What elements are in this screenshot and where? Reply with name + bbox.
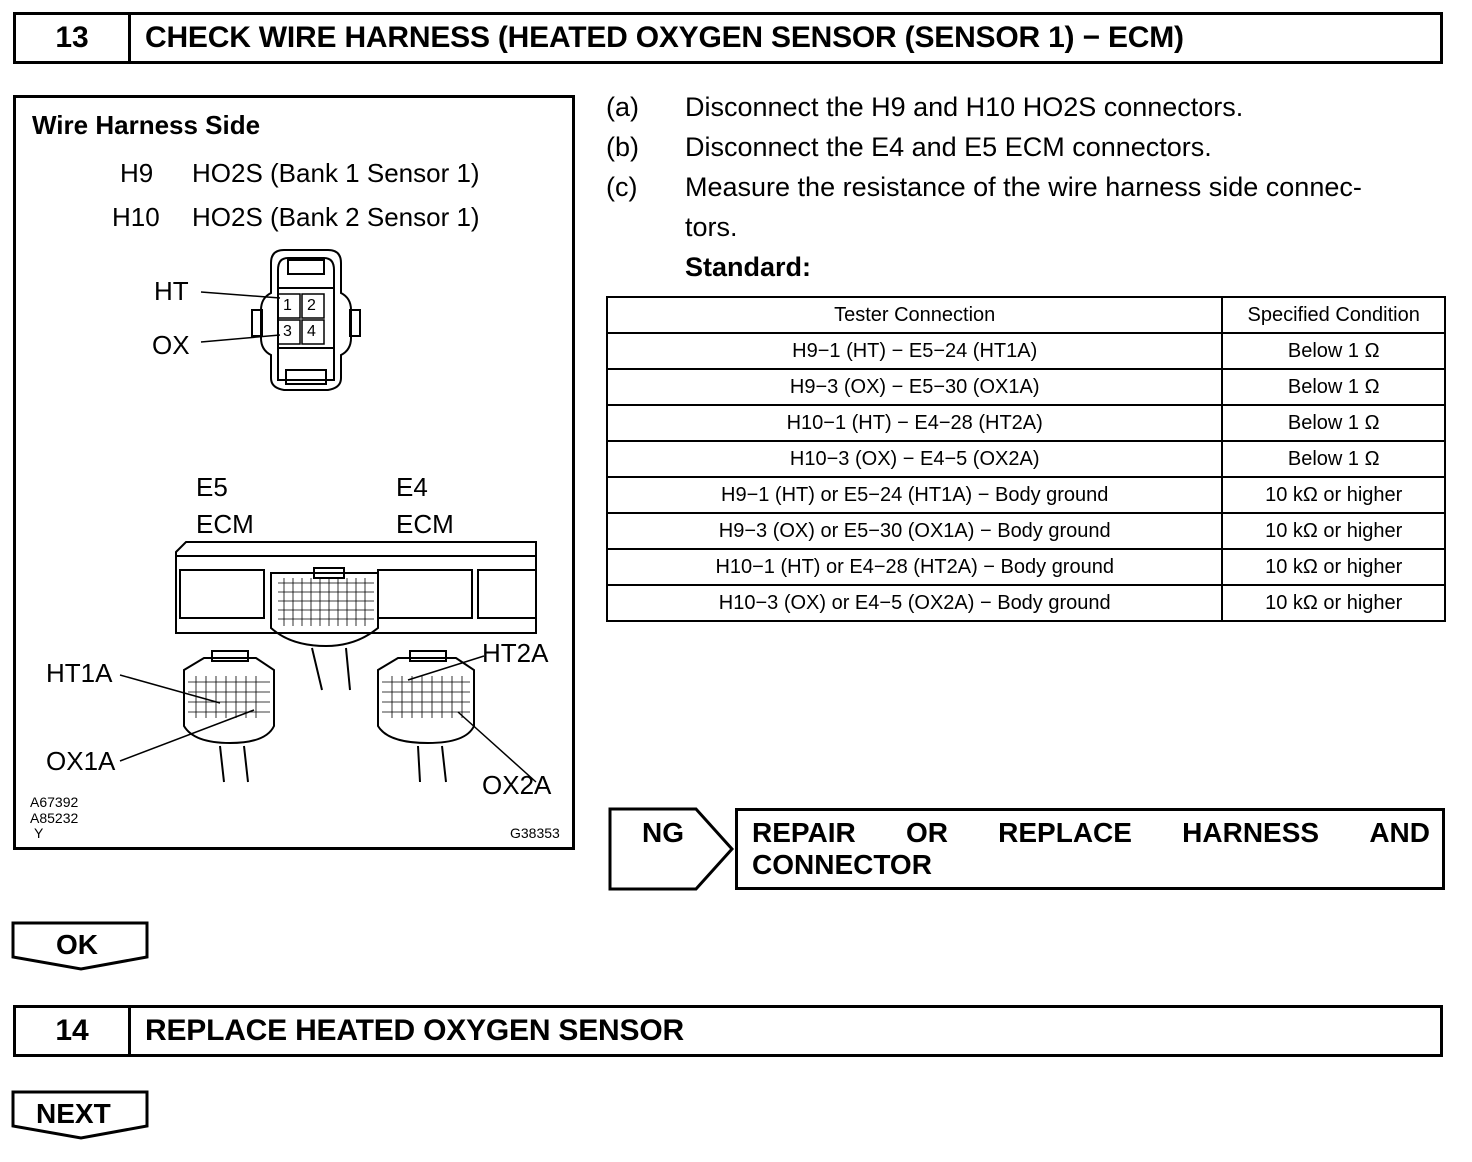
cell-connection: H10−3 (OX) or E4−5 (OX2A) − Body ground bbox=[605, 584, 1224, 622]
label-ht: HT bbox=[154, 276, 189, 306]
ng-action-box: REPAIR OR REPLACE HARNESS AND CONNECTOR bbox=[735, 808, 1445, 890]
next-label: NEXT bbox=[36, 1098, 111, 1129]
figure-code-2: A85232 bbox=[30, 810, 79, 826]
ng-arrow-shape bbox=[608, 807, 735, 891]
ng-action-line2: CONNECTOR bbox=[752, 849, 932, 880]
cell-condition: Below 1 Ω bbox=[1221, 440, 1446, 478]
cell-condition: 10 kΩ or higher bbox=[1221, 512, 1446, 550]
cell-connection: H9−1 (HT) − E5−24 (HT1A) bbox=[605, 332, 1224, 370]
table-header-row: Tester Connection Specified Condition bbox=[605, 296, 1446, 334]
figure-code-3: Y bbox=[34, 825, 44, 841]
table-row: H10−3 (OX) − E4−5 (OX2A)Below 1 Ω bbox=[605, 440, 1446, 478]
cell-connection: H10−1 (HT) − E4−28 (HT2A) bbox=[605, 404, 1224, 442]
label-ox2a: OX2A bbox=[482, 770, 552, 800]
label-ox1a: OX1A bbox=[46, 746, 116, 776]
cell-condition: 10 kΩ or higher bbox=[1221, 476, 1446, 514]
cell-connection: H9−3 (OX) or E5−30 (OX1A) − Body ground bbox=[605, 512, 1224, 550]
header-tester-connection: Tester Connection bbox=[605, 296, 1224, 334]
connector-desc-h10: HO2S (Bank 2 Sensor 1) bbox=[192, 202, 480, 232]
figure-code-1: A67392 bbox=[30, 794, 79, 810]
cell-condition: Below 1 Ω bbox=[1221, 404, 1446, 442]
connector-id-h10: H10 bbox=[112, 202, 160, 232]
header-specified-condition: Specified Condition bbox=[1221, 296, 1446, 334]
standard-table: Tester Connection Specified Condition H9… bbox=[605, 296, 1446, 622]
pin-2: 2 bbox=[307, 297, 316, 314]
connector-id-h9: H9 bbox=[120, 158, 154, 188]
ok-label: OK bbox=[56, 929, 98, 960]
label-ht1a: HT1A bbox=[46, 658, 113, 688]
cell-connection: H10−3 (OX) − E4−5 (OX2A) bbox=[605, 440, 1224, 478]
connector-desc-h9: HO2S (Bank 1 Sensor 1) bbox=[192, 158, 480, 188]
step-number: 13 bbox=[16, 15, 131, 61]
pin-3: 3 bbox=[283, 323, 292, 340]
cell-connection: H10−1 (HT) or E4−28 (HT2A) − Body ground bbox=[605, 548, 1224, 586]
label-e5: E5 bbox=[196, 472, 228, 502]
wiring-figure: Wire Harness Side H9 HO2S (Bank 1 Sensor… bbox=[13, 95, 575, 850]
ng-label: NG bbox=[642, 817, 684, 848]
cell-condition: 10 kΩ or higher bbox=[1221, 584, 1446, 622]
step-13-header: 13 CHECK WIRE HARNESS (HEATED OXYGEN SEN… bbox=[13, 12, 1443, 64]
pin-1: 1 bbox=[283, 297, 292, 314]
label-ox: OX bbox=[152, 330, 190, 360]
figure-id: G38353 bbox=[510, 825, 560, 841]
ng-action-word: AND bbox=[1369, 817, 1430, 848]
label-ecm-e4: ECM bbox=[396, 509, 454, 539]
label-ecm-e5: ECM bbox=[196, 509, 254, 539]
instruction-text-continued: tors. bbox=[685, 212, 738, 242]
cell-condition: Below 1 Ω bbox=[1221, 332, 1446, 370]
step-14-header: 14 REPLACE HEATED OXYGEN SENSOR bbox=[13, 1005, 1443, 1057]
instruction-text: Measure the resistance of the wire harne… bbox=[685, 172, 1362, 202]
instruction-label: (c) bbox=[606, 172, 638, 202]
ng-action-word: REPAIR bbox=[752, 817, 856, 848]
ok-arrow-shape bbox=[11, 921, 149, 971]
label-e4: E4 bbox=[396, 472, 428, 502]
ng-action-word: REPLACE bbox=[998, 817, 1132, 848]
table-row: H10−1 (HT) − E4−28 (HT2A)Below 1 Ω bbox=[605, 404, 1446, 442]
cell-condition: Below 1 Ω bbox=[1221, 368, 1446, 406]
pin-4: 4 bbox=[307, 323, 316, 340]
instruction-text: Disconnect the H9 and H10 HO2S connector… bbox=[685, 92, 1244, 122]
step-title: REPLACE HEATED OXYGEN SENSOR bbox=[145, 1014, 684, 1047]
step-title: CHECK WIRE HARNESS (HEATED OXYGEN SENSOR… bbox=[145, 21, 1184, 54]
ng-action-word: OR bbox=[905, 817, 948, 848]
ng-action-word: HARNESS bbox=[1182, 817, 1320, 848]
instruction-label: (a) bbox=[606, 92, 639, 122]
label-ht2a: HT2A bbox=[482, 638, 549, 668]
table-row: H10−1 (HT) or E4−28 (HT2A) − Body ground… bbox=[605, 548, 1446, 586]
next-arrow-shape bbox=[11, 1090, 149, 1140]
cell-condition: 10 kΩ or higher bbox=[1221, 548, 1446, 586]
step-number: 14 bbox=[16, 1008, 131, 1054]
instruction-label: (b) bbox=[606, 132, 639, 162]
cell-connection: H9−1 (HT) or E5−24 (HT1A) − Body ground bbox=[605, 476, 1224, 514]
table-row: H9−1 (HT) − E5−24 (HT1A)Below 1 Ω bbox=[605, 332, 1446, 370]
cell-connection: H9−3 (OX) − E5−30 (OX1A) bbox=[605, 368, 1224, 406]
table-row: H9−3 (OX) − E5−30 (OX1A)Below 1 Ω bbox=[605, 368, 1446, 406]
instruction-text: Disconnect the E4 and E5 ECM connectors. bbox=[685, 132, 1212, 162]
figure-heading: Wire Harness Side bbox=[32, 110, 261, 140]
